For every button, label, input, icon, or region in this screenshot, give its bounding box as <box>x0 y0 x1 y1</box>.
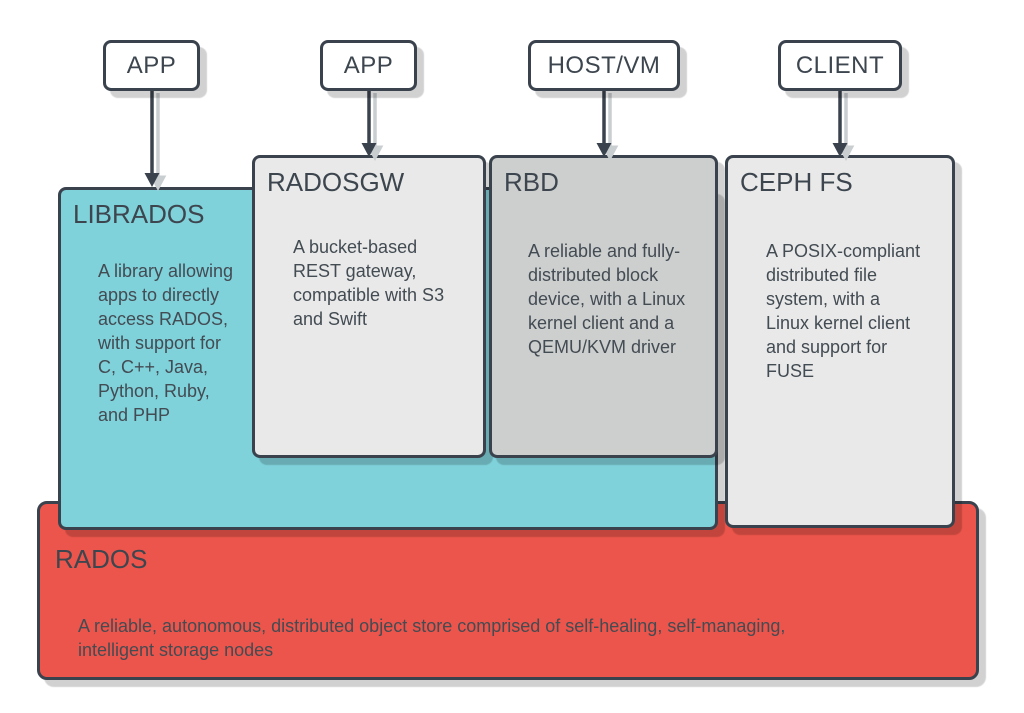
radosgw-description: A bucket-based REST gateway, compatible … <box>293 237 445 329</box>
node-client-label: CLIENT <box>795 51 885 79</box>
cephfs-description: A POSIX-compliant distributed file syste… <box>766 241 921 381</box>
layer-rbd: RBD A reliable and fully- distributed bl… <box>489 155 718 458</box>
rados-title: RADOS <box>55 544 148 574</box>
arrow-app-to-radosgw <box>361 91 377 157</box>
arrow-app-to-librados <box>144 91 160 187</box>
layer-radosgw: RADOSGW A bucket-based REST gateway, com… <box>252 155 486 458</box>
layer-rados: RADOS A reliable, autonomous, distribute… <box>37 501 979 680</box>
node-host-vm-label: HOST/VM <box>547 51 661 79</box>
layer-cephfs: CEPH FS A POSIX-compliant distributed fi… <box>725 155 955 528</box>
rbd-description: A reliable and fully- distributed block … <box>528 241 686 357</box>
node-app-1-label: APP <box>126 51 177 79</box>
rbd-title: RBD <box>504 167 559 197</box>
node-client: CLIENT <box>778 40 902 91</box>
node-app-1: APP <box>103 40 200 91</box>
node-app-2-label: APP <box>343 51 394 79</box>
radosgw-title: RADOSGW <box>267 167 405 197</box>
node-app-2: APP <box>320 40 417 91</box>
node-host-vm: HOST/VM <box>528 40 680 91</box>
arrow-hostvm-to-rbd <box>596 91 612 157</box>
rados-description: A reliable, autonomous, distributed obje… <box>78 616 786 660</box>
librados-title: LIBRADOS <box>73 199 205 229</box>
librados-description: A library allowing apps to directly acce… <box>98 261 234 425</box>
arrow-client-to-cephfs <box>832 91 848 157</box>
cephfs-title: CEPH FS <box>740 167 853 197</box>
